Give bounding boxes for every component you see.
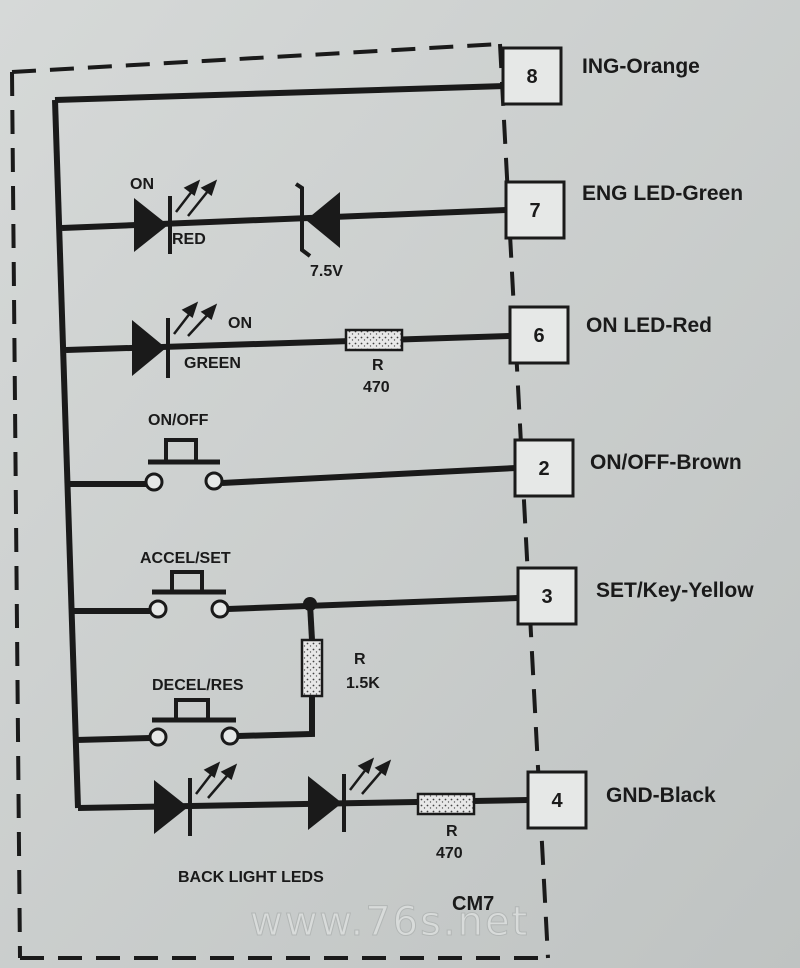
backlight-led-1 — [154, 761, 238, 836]
pin-name-eng-led-green: ENG LED-Green — [582, 182, 743, 205]
pin-name-set-key-yellow: SET/Key-Yellow — [596, 579, 754, 602]
green-led-state-label: ON — [228, 315, 252, 332]
row-pin2-wire — [70, 465, 517, 487]
decel-res-switch-label: DECEL/RES — [152, 677, 244, 694]
backlight-leds-label: BACK LIGHT LEDS — [178, 869, 324, 886]
backlight-led-2 — [308, 757, 392, 832]
pin-number-2: 2 — [538, 458, 549, 480]
backlight-led-2-emission-icon — [349, 757, 392, 795]
pin-number-6: 6 — [533, 325, 544, 347]
pin-number-3: 3 — [541, 586, 552, 608]
green-led-color-label: GREEN — [184, 355, 241, 372]
backlight-led-1-emission-icon — [195, 761, 238, 799]
onoff-switch-label: ON/OFF — [148, 412, 209, 429]
pin-boxes — [501, 46, 588, 830]
decel-row-wire — [75, 696, 315, 743]
red-led — [134, 179, 218, 254]
pin-box-8 — [501, 46, 563, 106]
resistor-470-b-value: 470 — [436, 845, 463, 862]
pin-name-gnd-black: GND-Black — [606, 784, 716, 807]
common-bus — [52, 83, 506, 809]
green-led — [132, 301, 218, 378]
resistor-470-b — [416, 792, 476, 816]
resistor-470-b-letter: R — [446, 823, 458, 840]
pin-name-on-led-red: ON LED-Red — [586, 314, 712, 337]
pin-number-4: 4 — [551, 790, 563, 812]
resistor-1k5 — [300, 638, 324, 698]
green-led-emission-icon — [173, 301, 218, 337]
resistor-470-a — [344, 328, 404, 352]
resistor-1k5-letter: R — [354, 651, 366, 668]
red-led-emission-icon — [175, 179, 218, 217]
accel-set-switch-label: ACCEL/SET — [140, 550, 231, 567]
red-led-color-label: RED — [172, 231, 206, 248]
module-label: CM7 — [452, 893, 494, 915]
pin-number-8: 8 — [526, 66, 537, 88]
pin-box-2 — [513, 438, 575, 498]
pin-box-3 — [516, 566, 578, 626]
resistor-1k5-value: 1.5K — [346, 675, 380, 692]
pin-box-6 — [508, 305, 570, 365]
resistor-470-a-letter: R — [372, 357, 384, 374]
pin-number-7: 7 — [529, 200, 540, 222]
resistor-470-a-value: 470 — [363, 379, 390, 396]
accel-set-switch — [148, 570, 230, 619]
onoff-switch — [144, 438, 224, 492]
red-led-state-label: ON — [130, 176, 154, 193]
junction-dot — [303, 597, 317, 611]
pin-box-7 — [504, 180, 566, 240]
pin-name-ing-orange: ING-Orange — [582, 55, 700, 78]
zener-diode — [294, 182, 340, 258]
pin-name-onoff-brown: ON/OFF-Brown — [590, 451, 742, 474]
zener-value-label: 7.5V — [310, 263, 343, 280]
watermark: www.76s.net — [250, 899, 529, 945]
decel-res-switch — [148, 698, 240, 747]
